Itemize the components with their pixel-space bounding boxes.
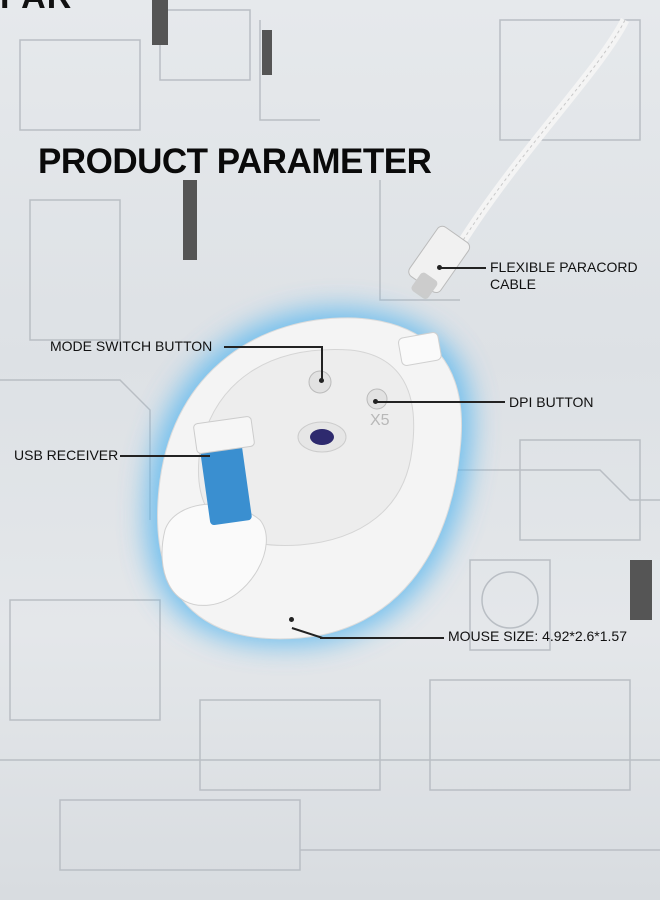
callout-mouse-size: MOUSE SIZE: 4.92*2.6*1.57	[448, 628, 627, 644]
callout-mode-switch: MODE SWITCH BUTTON	[50, 338, 213, 354]
callout-dpi: DPI BUTTON	[509, 394, 594, 410]
callout-cable: FLEXIBLE PARACORD CABLE	[490, 259, 638, 292]
model-mark: X5	[370, 412, 390, 429]
cropped-heading: PAR	[0, 0, 72, 17]
callout-usb-receiver: USB RECEIVER	[14, 447, 119, 463]
page-title: PRODUCT PARAMETER	[38, 142, 432, 181]
usb-receiver	[200, 442, 252, 526]
mouse-skate	[161, 503, 267, 606]
